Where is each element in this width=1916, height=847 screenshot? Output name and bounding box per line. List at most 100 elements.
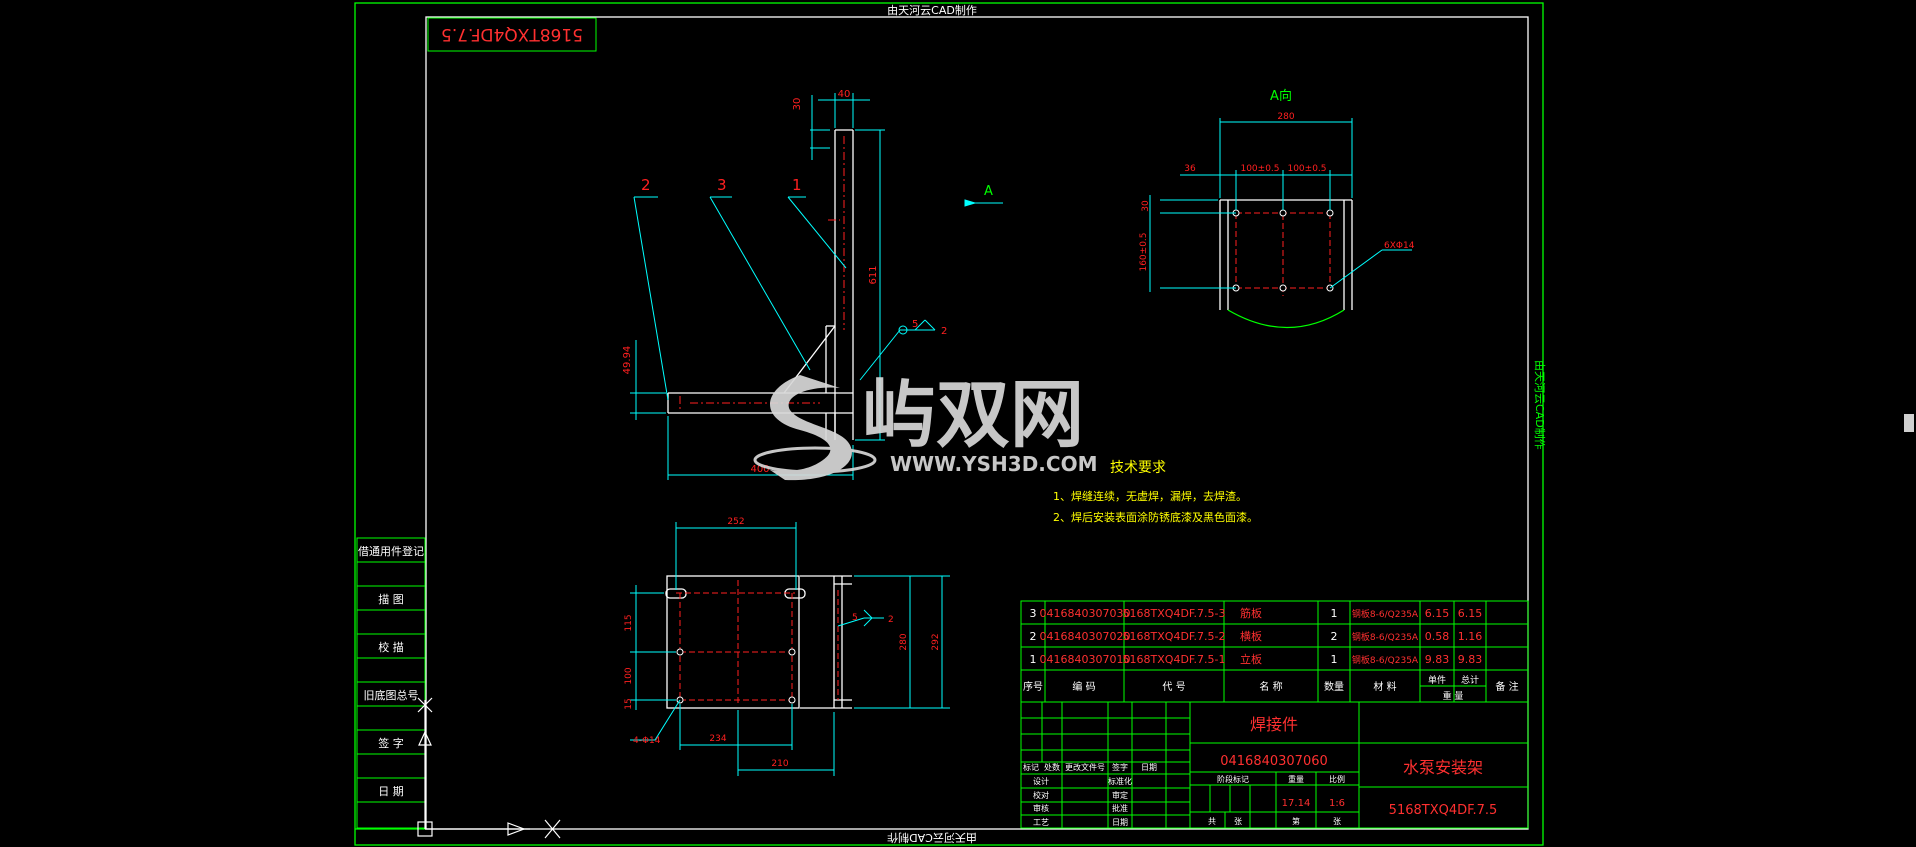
svg-text:6XΦ14: 6XΦ14 [1384,241,1415,251]
bom-cell-unit: 0.58 [1425,630,1450,643]
svg-text:日期: 日期 [1112,818,1128,827]
svg-text:标准化: 标准化 [1108,776,1132,786]
svg-text:共: 共 [1208,817,1216,826]
bom-cell-name: 横板 [1240,629,1262,643]
bom-cell-no: 1 [1030,653,1037,666]
svg-text:100: 100 [624,667,634,684]
svg-text:5: 5 [912,319,918,330]
watermark: 屿双网 WWW.YSH3D.COM [753,372,1097,481]
title-drawing-no: 5168TXQ4DF.7.5 [1389,803,1498,818]
svg-text:280: 280 [899,633,909,650]
svg-text:批准: 批准 [1112,803,1128,813]
bom-header: 序号 编 码 代 号 名 称 数量 材 料 单件 总计 重 量 备 注 [1023,674,1519,702]
svg-text:292: 292 [931,633,941,650]
scroll-thumb[interactable] [1904,414,1914,432]
svg-text:处数: 处数 [1044,762,1060,772]
view-a-title: A向 [1270,88,1292,104]
svg-text:100±0.5: 100±0.5 [1287,164,1326,174]
bom-cell-name: 立板 [1240,652,1262,666]
bom-cell-material: 钢板8-6/Q235A [1352,631,1419,643]
svg-text:36: 36 [1184,164,1196,174]
svg-text:15: 15 [624,698,634,709]
drawing-frame [354,2,1544,846]
svg-text:611: 611 [868,265,879,284]
watermark-logo-icon [770,375,852,481]
svg-text:49.94: 49.94 [622,346,633,375]
title-code: 0416840307060 [1220,754,1328,769]
svg-text:重量: 重量 [1288,774,1304,784]
svg-text:252: 252 [727,517,744,527]
svg-text:标记: 标记 [1023,762,1039,772]
svg-text:重 量: 重 量 [1443,690,1464,702]
left-column-labels: 借通用件登记 描 图 校 描 旧底图总号 签 字 日 期 [358,544,424,798]
svg-text:40: 40 [838,89,851,100]
left-label-register: 借通用件登记 [358,544,424,558]
svg-text:115: 115 [624,614,634,631]
svg-text:设计: 设计 [1033,776,1049,786]
bom-cell-total: 6.15 [1458,607,1483,620]
bom-cell-material: 钢板8-6/Q235A [1352,654,1419,666]
svg-text:张: 张 [1234,817,1242,826]
bom-cell-code: 0416840307010 [1040,653,1131,666]
left-label-check: 校 描 [378,640,404,654]
svg-text:名 称: 名 称 [1259,680,1282,693]
view-arrow-label: A [984,184,993,199]
svg-text:更改文件号: 更改文件号 [1065,762,1105,772]
top-credit: 由天河云CAD制作 [887,3,977,17]
left-label-old-base: 旧底图总号 [364,688,419,702]
svg-text:审核: 审核 [1033,803,1049,813]
svg-text:100±0.5: 100±0.5 [1240,164,1279,174]
bom-cell-total: 1.16 [1458,630,1483,643]
technical-requirements: 技术要求 1、焊缝连续，无虚焊，漏焊，去焊渣。 2、焊后安装表面涂防锈底漆及黑色… [1053,460,1258,524]
svg-text:工艺: 工艺 [1033,818,1049,827]
left-label-sign: 签 字 [378,736,404,750]
svg-text:备 注: 备 注 [1495,680,1518,693]
svg-text:张: 张 [1333,817,1341,826]
main-view-dimension-text: 40 30 611 49.94 400 5 2 [622,89,947,475]
svg-text:2: 2 [888,615,894,625]
svg-text:阶段标记: 阶段标记 [1217,774,1249,784]
bom-cell-qty: 1 [1331,653,1338,666]
svg-text:280: 280 [1277,112,1294,122]
part-label-2: 2 [641,176,651,194]
svg-text:160±0.5: 160±0.5 [1139,232,1149,271]
bom-cell-drawing: 5168TXQ4DF.7.5-2 [1123,630,1226,643]
svg-text:总计: 总计 [1461,674,1479,686]
svg-text:30: 30 [1141,200,1151,212]
svg-text:5168TXQ4DF.7.5: 5168TXQ4DF.7.5 [441,24,583,44]
title-weight: 17.14 [1282,798,1311,809]
bottom-view: 252 115 100 15 280 292 234 210 4-Φ14 5 2 [624,517,950,776]
tech-line-1: 1、焊缝连续，无虚焊，漏焊，去焊渣。 [1053,489,1247,503]
svg-text:编 码: 编 码 [1072,680,1095,693]
title-scale: 1:6 [1329,798,1345,809]
svg-text:校对: 校对 [1033,790,1049,800]
vertical-scrollbar[interactable] [1902,0,1916,847]
svg-text:数量: 数量 [1324,680,1344,693]
bom-cell-unit: 9.83 [1425,653,1450,666]
bom-cell-no: 2 [1030,630,1037,643]
bottom-credit: 由天河云CAD制作 [887,831,977,845]
left-label-trace: 描 图 [378,592,404,606]
side-credit: 由天河云CAD制作 [1533,360,1547,450]
bom-cell-code: 0416840307030 [1040,607,1131,620]
bom-cell-unit: 6.15 [1425,607,1450,620]
svg-text:材 料: 材 料 [1373,680,1396,693]
svg-text:签字: 签字 [1112,762,1128,772]
view-a: A向 [1139,88,1415,329]
bom-cell-drawing: 5168TXQ4DF.7.5-3 [1123,607,1226,620]
svg-text:比例: 比例 [1329,774,1345,784]
svg-text:日期: 日期 [1141,763,1157,772]
svg-text:审定: 审定 [1112,790,1128,800]
part-labels: 2 3 1 A [641,176,993,199]
svg-text:400: 400 [750,464,769,475]
left-label-date: 日 期 [378,785,404,798]
part-label-3: 3 [717,176,727,194]
tech-title: 技术要求 [1110,460,1166,476]
svg-text:单件: 单件 [1428,674,1446,686]
svg-text:234: 234 [709,734,726,744]
main-view: 40 30 611 49.94 400 5 2 2 3 1 A [622,89,1003,480]
left-signature-column [356,537,426,829]
svg-text:序号: 序号 [1023,680,1043,693]
